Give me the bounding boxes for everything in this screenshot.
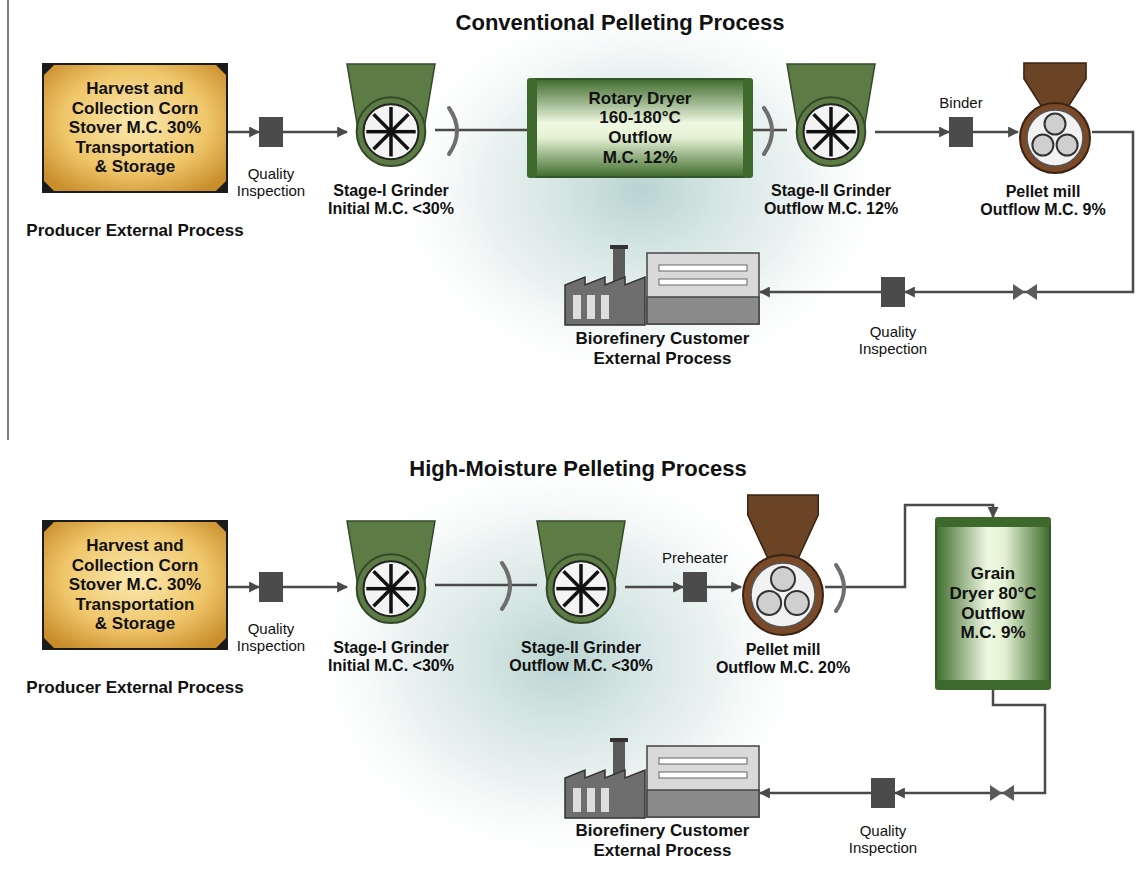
- box-caption: Pellet mill Outflow M.C. 20%: [698, 641, 868, 678]
- refinery-shape: [565, 738, 760, 818]
- square-node: Quality Inspection: [259, 117, 283, 147]
- box-caption: Preheater: [662, 549, 728, 566]
- box-caption: Binder: [939, 94, 982, 111]
- square-shape: [683, 572, 707, 602]
- section-heading: High-Moisture Pelleting Process: [409, 456, 746, 482]
- grinder-node: Stage-II Grinder Outflow M.C. <30%: [537, 520, 625, 625]
- vdryer-node: Grain Dryer 80°C Outflow M.C. 9%: [935, 517, 1051, 690]
- coupling-bracket: [836, 565, 844, 611]
- grinder-shape: [347, 520, 435, 625]
- box-caption: Stage-I Grinder Initial M.C. <30%: [291, 182, 491, 219]
- flow-arrow: [875, 131, 949, 134]
- box-caption: Stage-II Grinder Outflow M.C. 12%: [731, 182, 931, 219]
- flow-arrow: [905, 132, 1133, 292]
- box-text: Grain Dryer 80°C Outflow M.C. 9%: [943, 564, 1043, 642]
- flow-arrow: [283, 586, 347, 589]
- mill-shape: [741, 495, 825, 637]
- flow-arrow: [228, 131, 259, 134]
- grinder-node: Stage-I Grinder Initial M.C. <30%: [347, 520, 435, 625]
- box-caption: Quality Inspection: [228, 620, 314, 655]
- flow-arrow: [973, 131, 1018, 134]
- grinder-shape: [787, 63, 875, 168]
- box-caption: Quality Inspection: [228, 165, 314, 200]
- flow-arrow: [895, 690, 1045, 793]
- mill-node: Pellet mill Outflow M.C. 9%: [1018, 63, 1092, 175]
- square-node: Quality Inspection: [259, 572, 283, 602]
- valve-symbol: [990, 785, 1014, 801]
- box-text: Harvest and Collection Corn Stover M.C. …: [51, 79, 219, 177]
- box-text: Harvest and Collection Corn Stover M.C. …: [51, 536, 219, 634]
- grinder-node: Stage-I Grinder Initial M.C. <30%: [347, 63, 435, 168]
- square-shape: [949, 117, 973, 147]
- square-shape: [871, 778, 895, 808]
- rdryer-node: Rotary Dryer 160-180°C Outflow M.C. 12%: [527, 78, 753, 178]
- square-node: Preheater: [683, 572, 707, 602]
- box-text: Rotary Dryer 160-180°C Outflow M.C. 12%: [585, 89, 695, 167]
- square-node: Quality Inspection: [881, 277, 905, 307]
- box-caption: Biorefinery Customer External Process: [543, 329, 783, 368]
- flow-arrow: [283, 131, 347, 134]
- refinery-node: Biorefinery Customer External Process: [565, 245, 760, 325]
- flow-arrow: [435, 129, 527, 132]
- flow-arrow: [435, 584, 537, 587]
- flow-arrow: [707, 586, 741, 589]
- square-shape: [881, 277, 905, 307]
- refinery-shape: [565, 245, 760, 325]
- square-node: Quality Inspection: [871, 778, 895, 808]
- harvest-node: Harvest and Collection Corn Stover M.C. …: [42, 520, 228, 650]
- grinder-shape: [347, 63, 435, 168]
- coupling-bracket: [449, 108, 457, 154]
- refinery-node: Biorefinery Customer External Process: [565, 738, 760, 818]
- flow-arrow: [228, 586, 259, 589]
- box-caption: Producer External Process: [26, 221, 243, 241]
- section-heading: Conventional Pelleting Process: [456, 10, 785, 36]
- box-caption: Pellet mill Outflow M.C. 9%: [958, 183, 1128, 220]
- mill-node: Pellet mill Outflow M.C. 20%: [741, 495, 825, 637]
- square-shape: [259, 117, 283, 147]
- box-caption: Quality Inspection: [840, 822, 926, 857]
- coupling-bracket: [502, 563, 510, 609]
- box-caption: Biorefinery Customer External Process: [543, 821, 783, 860]
- box-caption: Stage-I Grinder Initial M.C. <30%: [291, 639, 491, 676]
- flow-arrow: [760, 792, 871, 795]
- coupling-bracket: [764, 108, 772, 154]
- flow-arrow: [760, 291, 881, 294]
- square-node: Binder: [949, 117, 973, 147]
- mill-shape: [1018, 63, 1092, 175]
- box-caption: Producer External Process: [26, 678, 243, 698]
- divider-line: [7, 0, 9, 440]
- valve-symbol: [1013, 284, 1037, 300]
- flow-arrow: [625, 586, 683, 589]
- harvest-node: Harvest and Collection Corn Stover M.C. …: [42, 63, 228, 193]
- grinder-node: Stage-II Grinder Outflow M.C. 12%: [787, 63, 875, 168]
- grinder-shape: [537, 520, 625, 625]
- box-caption: Stage-II Grinder Outflow M.C. <30%: [481, 639, 681, 676]
- box-caption: Quality Inspection: [850, 323, 936, 358]
- square-shape: [259, 572, 283, 602]
